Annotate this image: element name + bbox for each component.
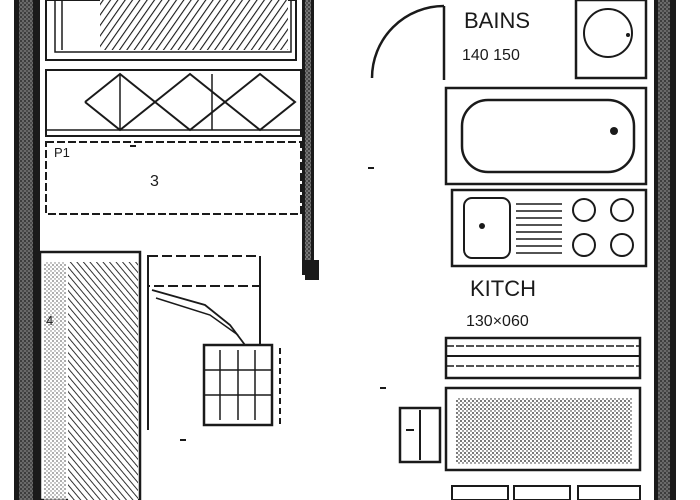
top-storage-cabinet: [45, 0, 297, 61]
drain-icon: [610, 127, 618, 135]
bathroom-dimensions: 140 150: [462, 47, 520, 64]
wardrobe-doors: [45, 69, 302, 137]
stove-burners: [572, 198, 634, 257]
utility-unit: [202, 343, 281, 428]
kitchen-dimensions: 130×060: [466, 313, 529, 330]
drainboard: [516, 203, 562, 254]
kitchen-table: [444, 386, 642, 472]
entry-cabinet: [147, 255, 261, 430]
bathroom-sink: [574, 0, 648, 80]
p1-label: P1: [54, 145, 70, 160]
side-number-label: 4: [46, 313, 53, 328]
bathroom-label: BAINS: [464, 8, 530, 33]
bathtub: [444, 86, 648, 186]
kitchen-counter: [450, 188, 648, 268]
kitchen-label: KITCH: [470, 276, 536, 301]
lower-left-closet: 4: [38, 250, 142, 500]
closet-number-label: 3: [150, 173, 159, 190]
kitchen-shelves: [444, 336, 642, 380]
bottom-cabinets: [451, 485, 641, 500]
chair: [398, 406, 442, 464]
outer-walls: [14, 0, 676, 500]
closet-p1: P1 3: [45, 141, 302, 215]
bathroom-door: [370, 4, 446, 80]
